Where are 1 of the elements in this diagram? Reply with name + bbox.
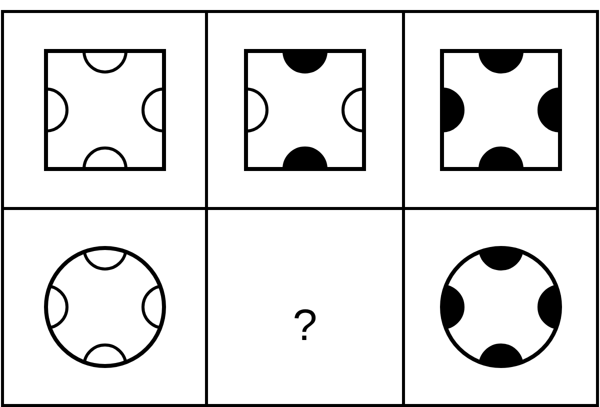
question-mark: ?: [292, 304, 318, 348]
